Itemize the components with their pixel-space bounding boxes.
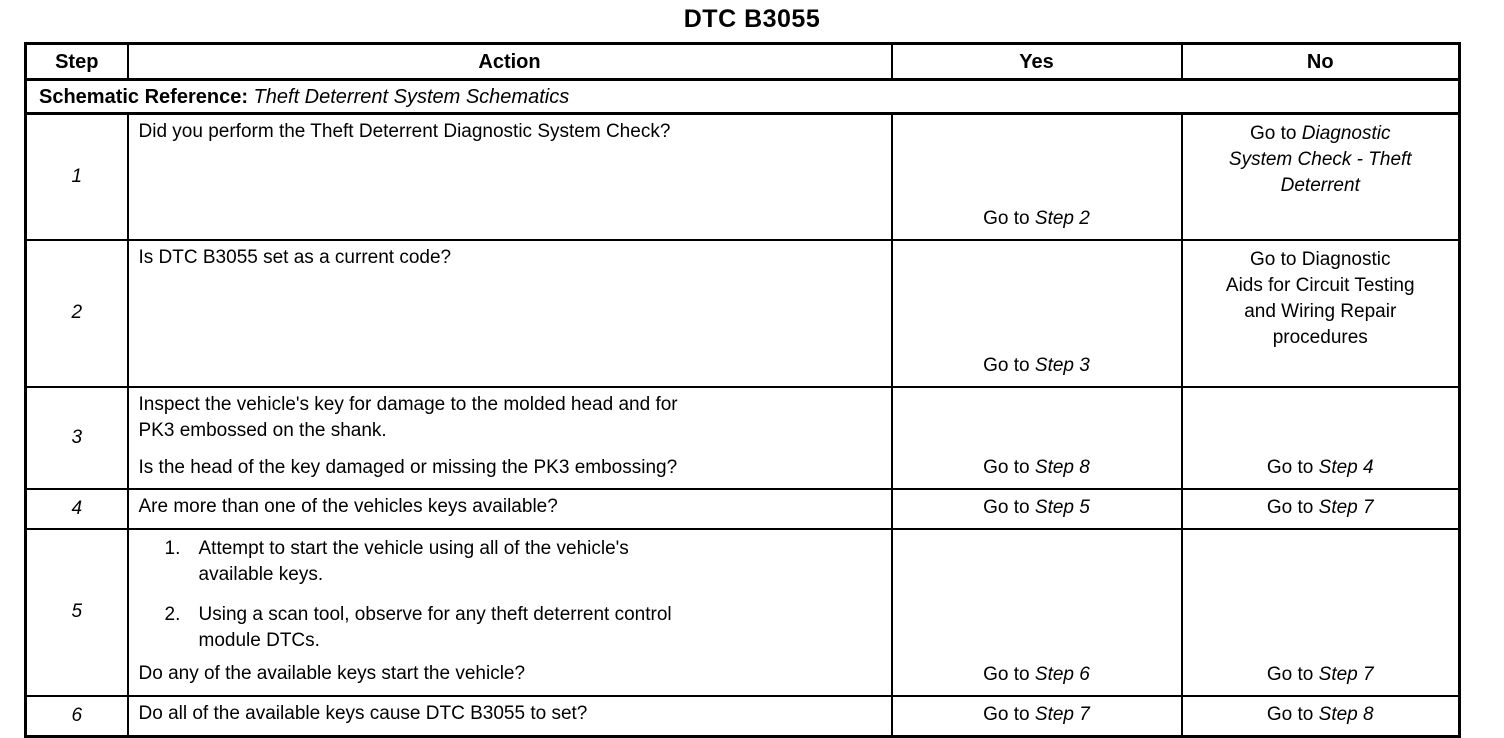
action-intro: Is DTC B3055 set as a current code? (138, 246, 452, 268)
action-wrap: 1. Attempt to start the vehicle using all… (139, 534, 881, 687)
yes-cell: Go to Step 5 (890, 487, 1183, 530)
action-cell: Do all of the available keys cause DTC B… (126, 694, 893, 737)
action-wrap: Do all of the available keys cause DTC B… (139, 701, 881, 727)
action-wrap: Is DTC B3055 set as a current code? (139, 245, 881, 271)
action-list: 1. Attempt to start the vehicle using all… (165, 536, 881, 654)
schematic-reference-row: Schematic Reference: Theft Deterrent Sys… (24, 78, 1461, 115)
step-cell: 1 (24, 112, 129, 241)
action-list-item: 2. Using a scan tool, observe for any the… (165, 602, 881, 654)
action-cell: Are more than one of the vehicles keys a… (126, 487, 893, 530)
action-intro: Are more than one of the vehicles keys a… (138, 495, 558, 517)
column-header-yes: Yes (890, 42, 1183, 81)
step-number: 1 (71, 165, 83, 187)
yes-text: Go to Step 2 (983, 207, 1090, 229)
action-intro: Did you perform the Theft Deterrent Diag… (138, 121, 671, 142)
step-number: 5 (71, 601, 83, 622)
table-body: Schematic Reference: Theft Deterrent Sys… (24, 78, 1461, 737)
list-item-text: Attempt to start the vehicle using all o… (198, 537, 629, 585)
column-header-step: Step (24, 42, 129, 81)
no-text: Go to Step 8 (1266, 703, 1374, 725)
column-header-no: No (1180, 42, 1461, 81)
table-header: Step Action Yes No (24, 42, 1461, 81)
no-cell: Go to Step 8 (1180, 694, 1461, 737)
step-number: 2 (71, 302, 83, 323)
yes-cell: Go to Step 2 (890, 112, 1183, 241)
yes-cell: Go to Step 7 (890, 694, 1183, 737)
step-number: 6 (71, 704, 83, 726)
action-question: Is the head of the key damaged or missin… (138, 456, 678, 478)
action-wrap: Are more than one of the vehicles keys a… (139, 494, 881, 520)
diagnostic-table: Step Action Yes No Schematic Reference: … (24, 42, 1461, 738)
no-cell: Go to Step 7 (1180, 487, 1461, 530)
action-cell: 1. Attempt to start the vehicle using all… (126, 527, 893, 697)
yes-text: Go to Step 8 (983, 456, 1090, 478)
yes-text: Go to Step 7 (983, 703, 1090, 725)
no-text: Go to Step 7 (1266, 496, 1374, 518)
yes-cell: Go to Step 3 (890, 238, 1183, 388)
column-header-action: Action (126, 42, 893, 81)
list-item-number: 1. (164, 537, 181, 559)
action-wrap: Did you perform the Theft Deterrent Diag… (139, 119, 881, 145)
step-cell: 5 (24, 527, 129, 697)
step-cell: 4 (24, 487, 129, 530)
yes-cell: Go to Step 8 (890, 385, 1183, 490)
schematic-reference-label: Schematic Reference: (39, 85, 248, 108)
step-number: 4 (71, 497, 83, 519)
list-item-text: Using a scan tool, observe for any theft… (198, 603, 672, 651)
page-title: DTC B3055 (683, 5, 821, 33)
no-cell: Go to Step 4 (1180, 385, 1461, 490)
table-row: 6 Do all of the available keys cause DTC… (24, 694, 1461, 737)
list-item-number: 2. (164, 603, 181, 625)
step-cell: 3 (24, 385, 129, 490)
action-intro: Do all of the available keys cause DTC B… (138, 702, 588, 724)
action-list-item: 1. Attempt to start the vehicle using all… (165, 536, 881, 588)
no-cell: Go to Step 7 (1180, 527, 1461, 697)
table-row: 5 1. Attempt to start the vehicle using a… (24, 527, 1461, 697)
action-cell: Inspect the vehicle's key for damage to … (126, 385, 893, 490)
table-row: 3 Inspect the vehicle's key for damage t… (24, 385, 1461, 490)
schematic-reference-cell: Schematic Reference: Theft Deterrent Sys… (24, 78, 1461, 115)
yes-text: Go to Step 6 (983, 663, 1090, 685)
action-cell: Is DTC B3055 set as a current code? (126, 238, 893, 388)
action-question: Do any of the available keys start the v… (138, 662, 526, 684)
yes-text: Go to Step 3 (983, 354, 1090, 376)
table-row: 1 Did you perform the Theft Deterrent Di… (24, 112, 1461, 241)
no-text: Go to Step 7 (1266, 663, 1374, 685)
yes-cell: Go to Step 6 (890, 527, 1183, 697)
action-wrap: Inspect the vehicle's key for damage to … (139, 392, 881, 481)
table-row: 2 Is DTC B3055 set as a current code? Go… (24, 238, 1461, 388)
header-row: Step Action Yes No (24, 42, 1461, 81)
step-cell: 6 (24, 694, 129, 737)
table-row: 4 Are more than one of the vehicles keys… (24, 487, 1461, 530)
action-cell: Did you perform the Theft Deterrent Diag… (126, 112, 893, 241)
step-number: 3 (71, 426, 83, 448)
yes-text: Go to Step 5 (983, 496, 1090, 518)
schematic-reference-value: Theft Deterrent System Schematics (253, 85, 570, 108)
step-cell: 2 (24, 238, 129, 388)
action-intro: Inspect the vehicle's key for damage to … (138, 393, 678, 441)
no-text: Go to Step 4 (1266, 456, 1374, 478)
